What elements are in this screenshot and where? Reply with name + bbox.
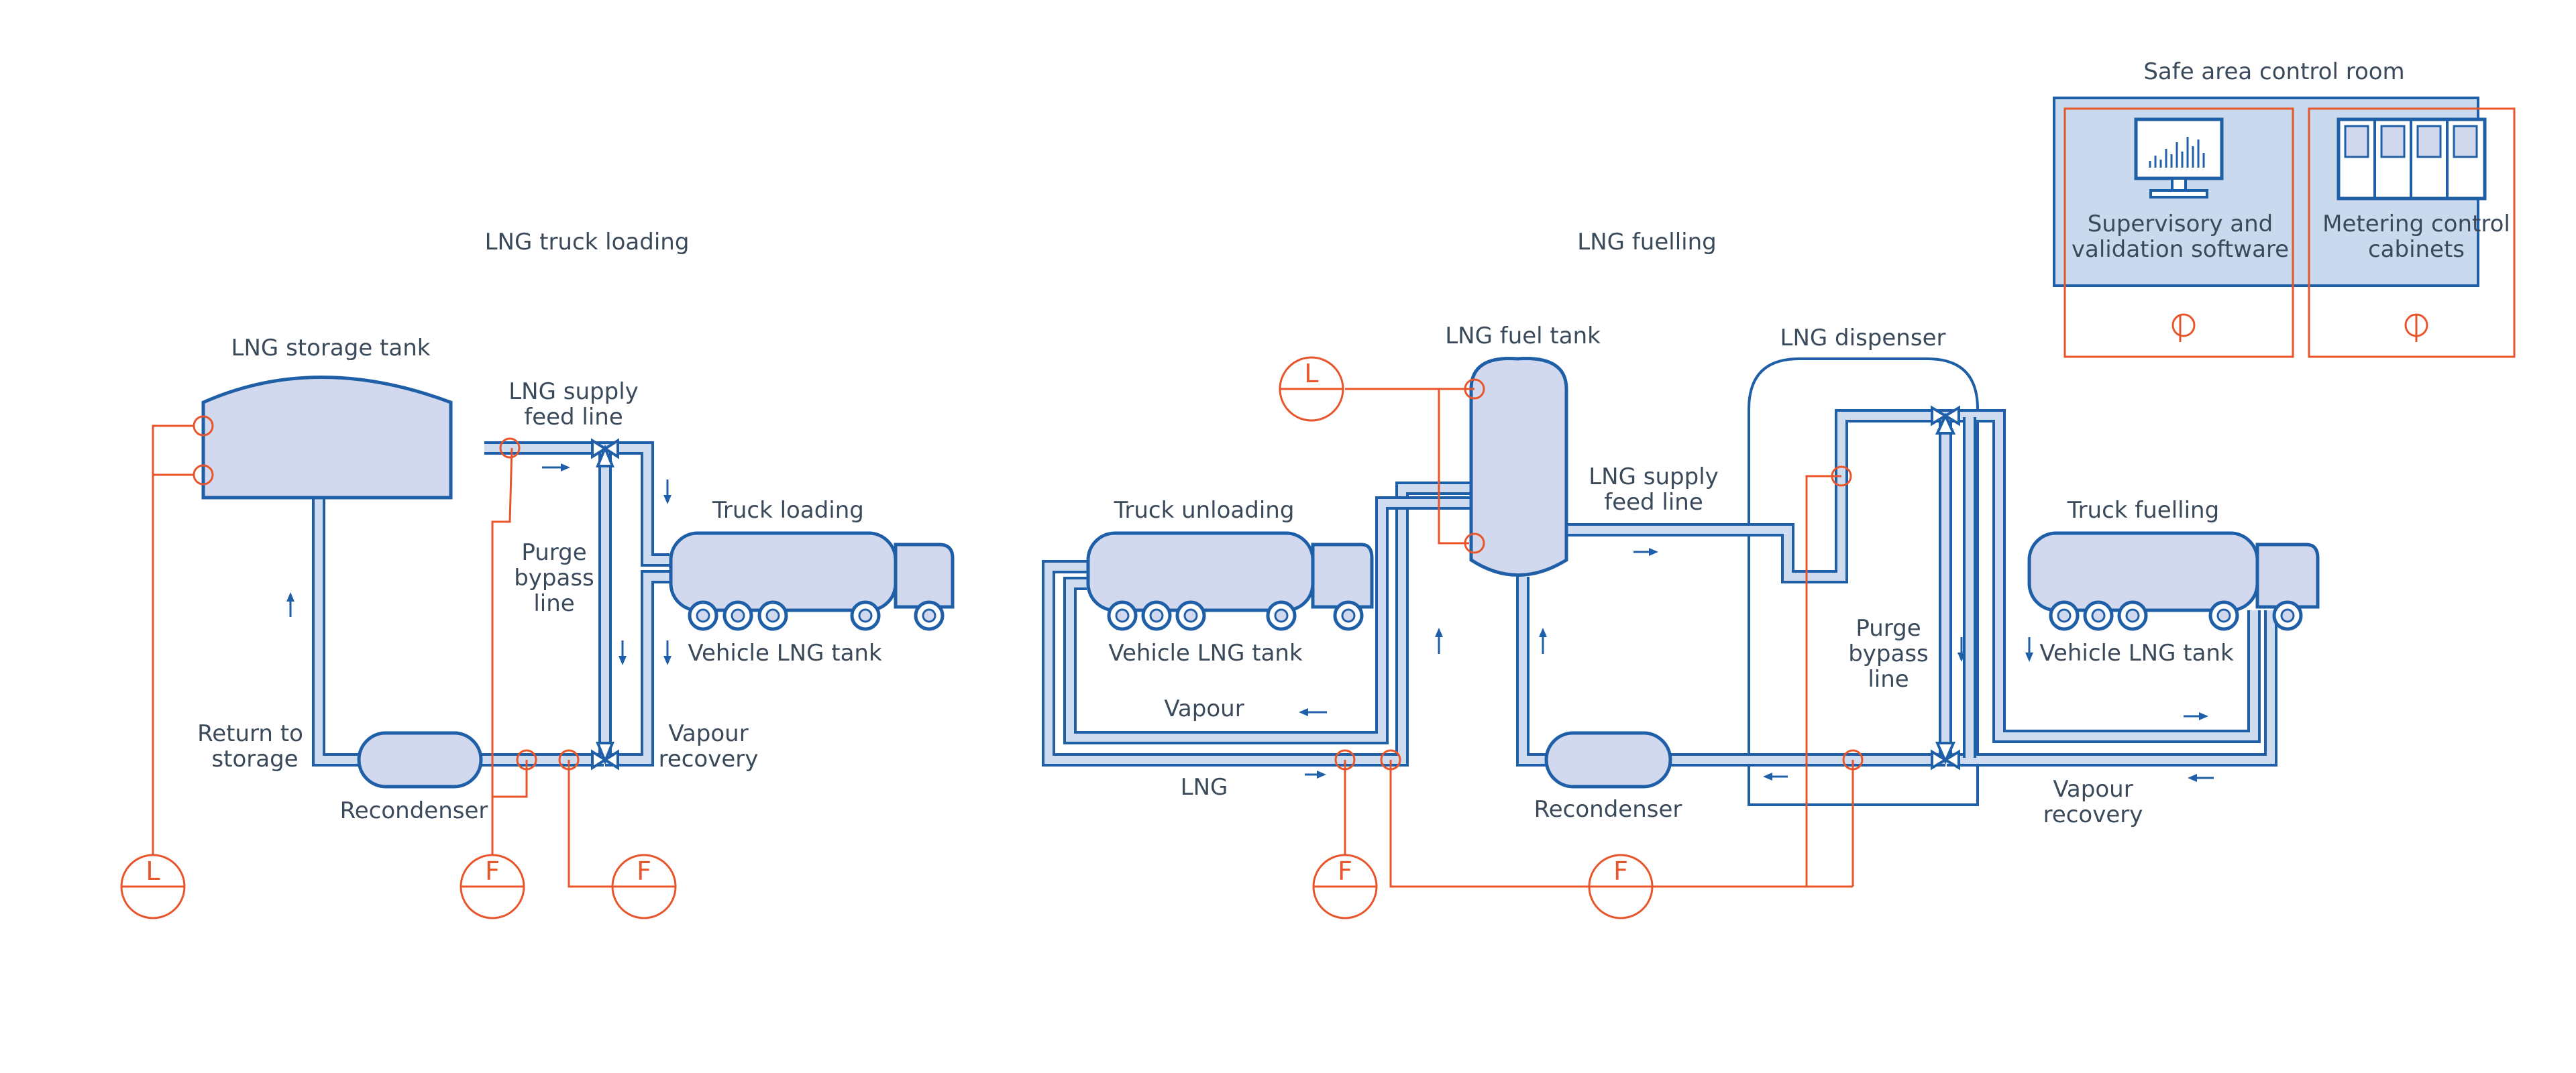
return-to-storage-label-2: storage (211, 746, 298, 773)
flow-gauge-fuelling-2 (1588, 854, 1654, 919)
valve-loading-top (591, 438, 619, 467)
cabinets-icon (2337, 117, 2487, 201)
flow-gauge-fuelling-2-letter: F (1613, 856, 1628, 886)
truck-unloading-label: Truck unloading (1114, 497, 1295, 524)
lng-dispenser-label: LNG dispenser (1780, 325, 1946, 351)
section-title-control-room: Safe area control room (2143, 58, 2404, 85)
flow-gauge-loading-2 (611, 854, 677, 919)
level-gauge-fuelling (1279, 356, 1344, 422)
lng-fuel-tank (1469, 357, 1568, 577)
software-connector (2171, 313, 2196, 337)
truck-loading-pipes (312, 441, 669, 767)
fuelling-vapour-recovery-label-2: recovery (2043, 801, 2143, 828)
fuelling-pipes (1042, 409, 2277, 767)
fuelling-purge-label-2: bypass (1848, 640, 1929, 667)
purge-bypass-label-1: Purge (521, 539, 586, 566)
cabinets-box (2308, 107, 2516, 358)
fuelling-vapour-recovery-label-1: Vapour (2053, 776, 2133, 803)
flow-arrows-loading (286, 463, 672, 665)
software-label-2: validation software (2072, 236, 2289, 263)
vapour-recovery-label-2: recovery (659, 746, 759, 773)
return-to-storage-label-1: Return to (197, 720, 303, 747)
signal-lines-fuelling (1344, 315, 2418, 888)
signal-lines-loading (152, 425, 612, 888)
flow-gauge-fuelling-1-letter: F (1338, 856, 1352, 886)
truck-loading-label: Truck loading (712, 497, 864, 524)
recondenser-fuelling-label: Recondenser (1534, 796, 1682, 823)
level-gauge-loading (120, 854, 186, 919)
cabinets-label-1: Metering control (2322, 211, 2510, 237)
flow-arrows-fuelling (1299, 548, 2214, 782)
level-gauge-loading-letter: L (146, 856, 160, 886)
flow-gauge-loading-1-letter: F (485, 856, 500, 886)
level-gauge-fuelling-letter: L (1304, 359, 1318, 388)
recondenser-loading (357, 731, 483, 789)
supply-feed-line-label-1: LNG supply (508, 378, 639, 405)
cabinets-label-2: cabinets (2368, 236, 2465, 263)
vapour-line-label: Vapour (1164, 695, 1244, 722)
vehicle-tank-fuelling-label: Vehicle LNG tank (2039, 640, 2234, 667)
monitor-icon (2134, 117, 2224, 199)
sensors-loading (193, 415, 580, 771)
truck-loading-vehicle (669, 531, 955, 631)
truck-fuelling-vehicle (2027, 531, 2320, 631)
valve-dispenser-top (1931, 405, 1960, 435)
fuelling-purge-label-1: Purge (1856, 615, 1921, 642)
supply-feed-line-label-2: feed line (524, 404, 623, 431)
section-title-truck-loading: LNG truck loading (485, 229, 690, 256)
lng-dispenser-enclosure (1748, 357, 1979, 806)
storage-tank-label: LNG storage tank (231, 335, 431, 361)
recondenser-fuelling (1544, 731, 1672, 789)
sensors-fuelling (1334, 378, 1864, 771)
truck-fuelling-label: Truck fuelling (2067, 497, 2219, 524)
software-box (2063, 107, 2294, 358)
section-title-fuelling: LNG fuelling (1577, 229, 1716, 256)
software-label-1: Supervisory and (2088, 211, 2273, 237)
flow-gauge-fuelling-1 (1312, 854, 1378, 919)
lng-fuel-tank-label: LNG fuel tank (1445, 323, 1601, 349)
fuelling-supply-line-label-2: feed line (1604, 489, 1703, 516)
valve-dispenser-bottom (1931, 742, 1960, 771)
vehicle-tank-loading-label: Vehicle LNG tank (688, 640, 882, 667)
cabinets-connector (2404, 313, 2428, 337)
truck-unloading-vehicle (1086, 531, 1374, 631)
flow-gauge-loading-1 (460, 854, 525, 919)
lng-line-label: LNG (1181, 774, 1228, 801)
vapour-recovery-label-1: Vapour (668, 720, 748, 747)
valve-loading-bottom (591, 742, 619, 771)
recondenser-loading-label: Recondenser (340, 797, 488, 824)
purge-bypass-label-3: line (533, 590, 574, 617)
purge-bypass-label-2: bypass (514, 565, 594, 591)
fuelling-purge-label-3: line (1868, 666, 1909, 693)
vehicle-tank-unloading-label: Vehicle LNG tank (1108, 640, 1303, 667)
lng-storage-tank (201, 376, 453, 500)
fuelling-supply-line-label-1: LNG supply (1589, 463, 1719, 490)
flow-gauge-loading-2-letter: F (637, 856, 651, 886)
